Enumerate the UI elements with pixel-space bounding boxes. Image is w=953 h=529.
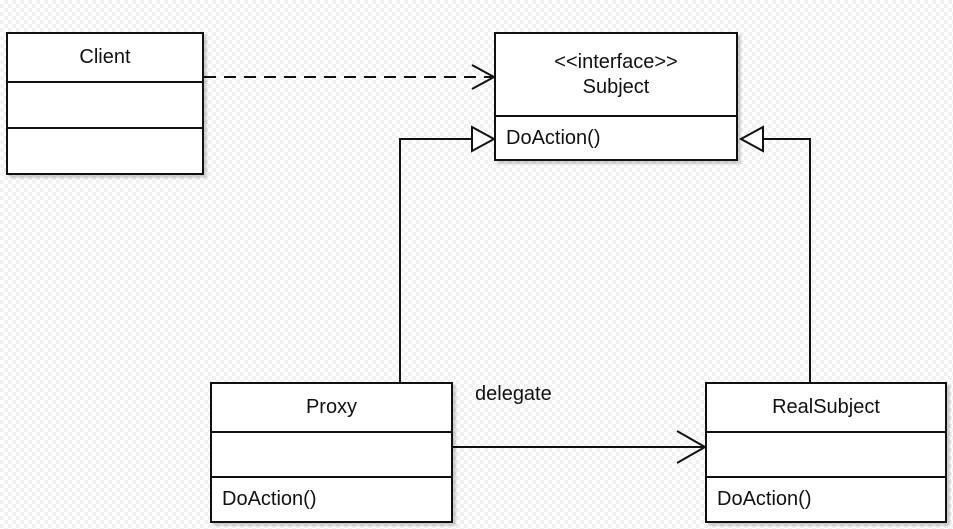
realsubject-attributes-section	[707, 431, 945, 476]
class-name-proxy: Proxy	[305, 396, 358, 418]
class-box-client[interactable]: Client	[6, 32, 204, 175]
realsubject-operations-section: DoAction()	[707, 476, 945, 521]
realization-realsubject-to-subject[interactable]	[738, 125, 811, 382]
association-proxy-to-realsubject[interactable]	[453, 430, 708, 464]
class-box-realsubject[interactable]: RealSubject DoAction()	[705, 382, 947, 523]
class-stereotype-subject: <<interface>>	[554, 50, 678, 73]
class-header-client: Client	[8, 34, 202, 81]
proxy-attributes-section	[212, 431, 451, 476]
client-attributes-section	[8, 81, 202, 127]
proxy-operations-section: DoAction()	[212, 476, 451, 521]
class-name-realsubject: RealSubject	[772, 396, 880, 418]
client-operations-section	[8, 127, 202, 173]
class-name-subject: Subject	[582, 75, 650, 98]
class-box-proxy[interactable]: Proxy DoAction()	[210, 382, 453, 523]
class-header-proxy: Proxy	[212, 384, 451, 431]
subject-operations-section: DoAction()	[496, 115, 736, 159]
class-header-realsubject: RealSubject	[707, 384, 945, 431]
association-label-delegate: delegate	[475, 383, 552, 405]
class-header-subject: <<interface>> Subject	[496, 34, 736, 115]
dependency-client-to-subject[interactable]	[204, 64, 497, 90]
class-name-client: Client	[79, 46, 131, 68]
class-box-subject[interactable]: <<interface>> Subject DoAction()	[494, 32, 738, 161]
realization-proxy-to-subject[interactable]	[399, 125, 497, 382]
